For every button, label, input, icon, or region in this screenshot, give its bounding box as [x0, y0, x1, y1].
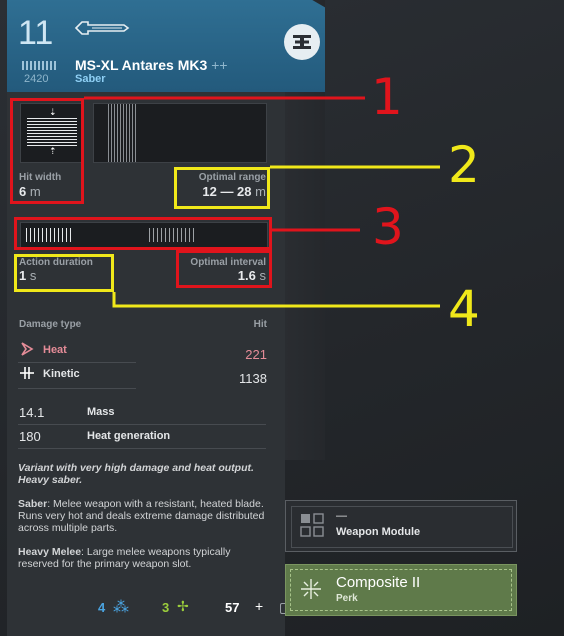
- annotation-number-4: 4: [448, 280, 480, 338]
- green-upgrade-icon: ✢: [177, 598, 189, 614]
- action-interval-graphic: [20, 222, 268, 248]
- item-title: MS-XL Antares MK3++: [75, 57, 228, 73]
- module-grid-icon: [300, 513, 324, 537]
- kinetic-divider: [18, 388, 136, 389]
- saber-icon: [74, 21, 130, 35]
- perk-title: Composite II: [336, 574, 421, 591]
- action-duration-number: 1: [19, 268, 27, 283]
- annotation-box-hit-width: [10, 98, 84, 204]
- kinetic-label: Kinetic: [43, 368, 80, 380]
- action-bars: [26, 228, 74, 242]
- heat-value: 221: [245, 347, 267, 362]
- heat-generation-divider: [18, 448, 266, 449]
- weapon-module-dash: —: [336, 510, 347, 522]
- manufacturer-logo-icon[interactable]: [284, 24, 320, 60]
- optimal-interval-label: Optimal interval: [190, 257, 266, 268]
- item-score: 2420: [24, 73, 49, 85]
- white-count: 57: [225, 600, 240, 615]
- heat-generation-value: 180: [19, 429, 41, 444]
- optimal-interval-number: 1.6: [237, 268, 256, 283]
- mass-divider: [18, 424, 266, 425]
- interval-bars: [149, 228, 195, 242]
- annotation-box-interval-bar: [14, 217, 272, 250]
- optimal-range-number: 12 — 28: [202, 184, 252, 199]
- arrow-up-icon: ⇡: [49, 146, 57, 156]
- plus-icon: +: [255, 598, 264, 614]
- action-duration-value: 1 s: [19, 268, 36, 283]
- weapon-module-inner: [291, 506, 513, 548]
- weapon-module-slot[interactable]: — Weapon Module: [285, 500, 517, 552]
- blue-upgrade-icon: ⁂: [113, 599, 129, 616]
- kinetic-value: 1138: [239, 371, 267, 386]
- perk-subtitle: Perk: [336, 593, 358, 604]
- arrow-down-icon: ⇣: [49, 107, 57, 117]
- blue-count: 4: [98, 600, 106, 615]
- annotation-box-action-duration: [14, 254, 114, 292]
- damage-type-header: Damage type: [19, 319, 82, 330]
- hit-width-unit: m: [29, 184, 41, 199]
- range-bars: [108, 104, 136, 162]
- optimal-range-unit: m: [255, 184, 266, 199]
- annotation-box-optimal-interval: [176, 250, 272, 288]
- heat-divider: [18, 362, 136, 363]
- hit-width-lines: [27, 118, 77, 148]
- hit-header: Hit: [253, 319, 267, 330]
- hit-width-number: 6: [19, 184, 27, 199]
- saber-text: : Melee weapon with a resistant, heated …: [18, 498, 265, 534]
- action-duration-unit: s: [29, 268, 37, 283]
- heat-generation-label: Heat generation: [87, 430, 171, 442]
- mass-value: 14.1: [19, 405, 45, 420]
- barcode-icon: [22, 61, 56, 70]
- item-class: Saber: [75, 73, 106, 85]
- saber-description: Saber: Melee weapon with a resistant, he…: [18, 498, 268, 534]
- perk-inner-border: [290, 569, 512, 611]
- mass-label: Mass: [87, 406, 115, 418]
- heavy-melee-text: : Large melee weapons typically reserved…: [18, 546, 231, 570]
- composite-perk-icon: [301, 579, 321, 599]
- heat-icon: [21, 342, 34, 356]
- heat-label: Heat: [43, 344, 67, 356]
- optimal-range-graphic: [93, 103, 267, 163]
- annotation-number-1: 1: [371, 68, 403, 126]
- item-header: [7, 0, 325, 92]
- annotation-number-2: 2: [448, 136, 480, 194]
- variant-description: Variant with very high damage and heat o…: [18, 462, 254, 486]
- hit-width-label: Hit width: [19, 172, 62, 183]
- manufacturer-emblem-icon: [293, 35, 311, 49]
- upgrade-plus: ++: [211, 57, 228, 73]
- heavy-melee-term: Heavy Melee: [18, 546, 82, 558]
- annotation-box-optimal-range: [174, 167, 270, 209]
- optimal-interval-unit: s: [259, 268, 267, 283]
- green-count: 3: [162, 600, 170, 615]
- saber-term: Saber: [18, 498, 48, 510]
- item-name: MS-XL Antares MK3: [75, 57, 208, 73]
- optimal-interval-value: 1.6 s: [176, 268, 266, 283]
- weapon-module-label: Weapon Module: [336, 526, 421, 538]
- kinetic-icon: [20, 367, 34, 379]
- heavy-melee-description: Heavy Melee: Large melee weapons typical…: [18, 546, 268, 570]
- perk-slot[interactable]: Composite II Perk: [285, 564, 517, 616]
- annotation-number-3: 3: [372, 198, 404, 256]
- action-duration-label: Action duration: [19, 257, 93, 268]
- tier-number: 11: [18, 14, 54, 52]
- optimal-range-value: 12 — 28 m: [176, 184, 266, 199]
- optimal-range-label: Optimal range: [198, 172, 266, 183]
- hit-width-value: 6 m: [19, 184, 41, 199]
